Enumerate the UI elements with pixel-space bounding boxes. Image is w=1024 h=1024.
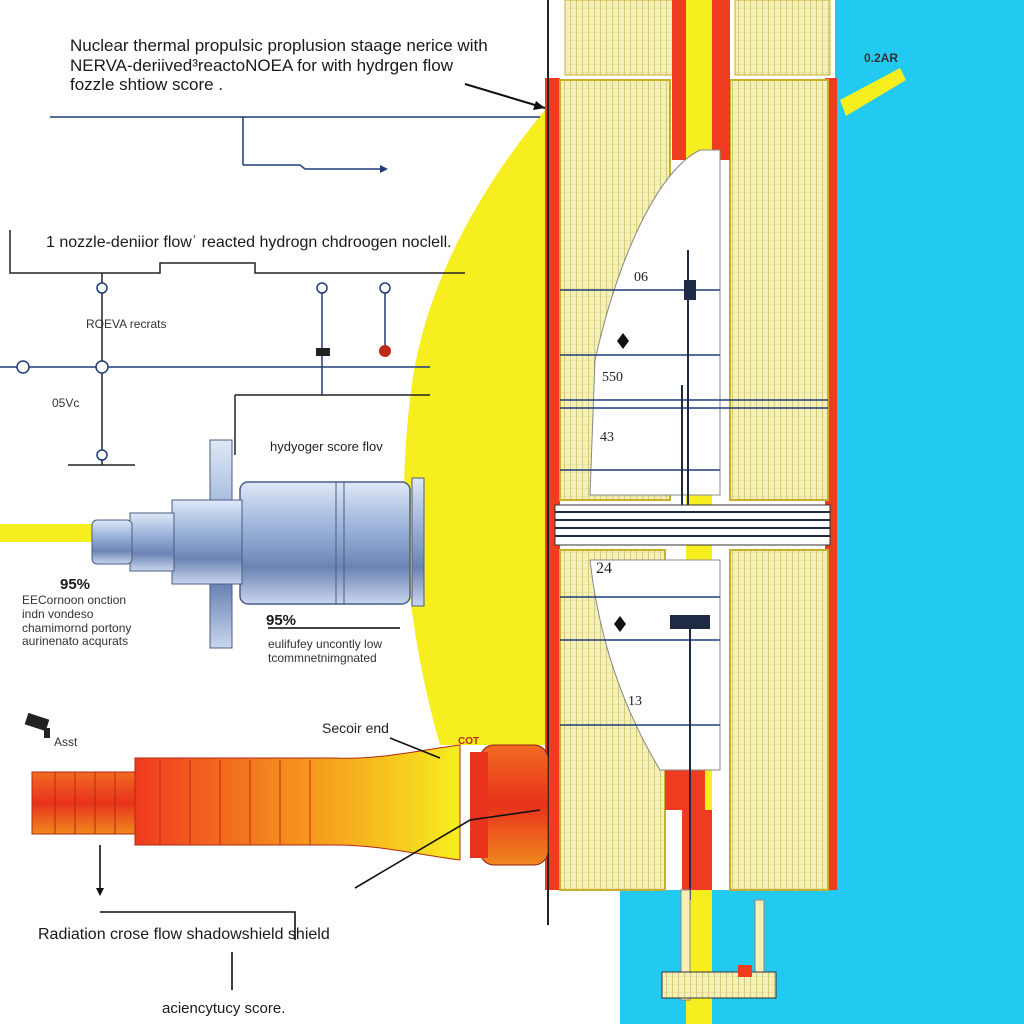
pump-tip <box>91 519 133 565</box>
exhaust-bell <box>134 744 461 861</box>
fuel-block-upper-right <box>729 79 829 501</box>
diamond-marker-upper <box>617 333 629 349</box>
pedestal-stem-left <box>680 889 691 1001</box>
rod-head-upper <box>684 280 696 300</box>
mid-percent: 95% <box>266 612 297 629</box>
caption: Radiation crose flow shadowshield shield <box>38 926 330 943</box>
core-label-06: 06 <box>634 270 648 285</box>
subtitle: 1 nozzle-deniior flowʿ reacted hydrogn c… <box>46 234 452 251</box>
diamond-marker-lower <box>614 616 626 632</box>
left-note: EECornoon onction indn vondeso chamimorn… <box>22 593 132 649</box>
footer-note: aciencytucy score. <box>162 1000 286 1017</box>
core-label-43: 43 <box>600 430 614 445</box>
mid-note-line-1: eulifufey uncontly low <box>268 637 383 651</box>
core-label-24: 24 <box>596 560 612 577</box>
left-percent: 95% <box>60 576 91 593</box>
sky-lower <box>620 890 835 1024</box>
lower-cavity <box>589 559 721 771</box>
camera-icon <box>24 712 50 738</box>
secoir-end-label: Secoir end <box>322 720 389 736</box>
left-note-line-4: aurinenato acqurats <box>22 634 129 649</box>
schematic-top-arrow <box>380 165 388 173</box>
camera-tag: Asst <box>54 735 78 749</box>
schematic-nodes <box>16 282 391 461</box>
exhaust-bell-ribs <box>159 760 311 845</box>
cot-label: COT <box>458 736 480 747</box>
diagram-title: Nuclear thermal propulsic proplusion sta… <box>70 36 488 95</box>
left-note-line-1: EECornoon onction <box>22 593 127 607</box>
exhaust-pipe <box>31 771 138 835</box>
pedestal-base <box>661 971 777 999</box>
mid-note-line-2: tcommnetnimgnated <box>268 650 377 665</box>
pump-neck <box>171 499 243 585</box>
left-note-line-2: indn vondeso <box>22 606 94 621</box>
left-note-line-3: chamimornd portony <box>22 620 132 635</box>
rod-head-lower <box>670 615 710 629</box>
pump-shaft <box>129 512 175 572</box>
nozzle-pointers <box>99 737 541 990</box>
nozzle-collar <box>479 744 549 866</box>
voltage-label: 05Vc <box>52 396 80 410</box>
core-label-550: 550 <box>602 370 623 385</box>
title-line-3: fozzle shtiow score . <box>70 75 224 95</box>
nozzle-collar-throat <box>470 752 488 858</box>
title-pointer-head <box>533 101 545 110</box>
lower-red-bar-mid <box>682 810 712 890</box>
schematic-top <box>50 116 540 170</box>
hydrogen-flow-label: hydyoger score flov <box>270 439 383 454</box>
fuel-block-lower-right <box>729 549 829 891</box>
exhaust-pipe-ribs <box>54 772 116 834</box>
title-line-2: NERVA-deriived³reactoNOEA for with hydrg… <box>70 55 453 75</box>
noeva-label: ROEVA recrats <box>86 317 167 331</box>
sky-background <box>835 0 1024 1024</box>
mid-note: eulifufey uncontly low tcommnetnimgnated <box>268 637 383 666</box>
exit-beam <box>840 68 906 116</box>
pedestal-red-tab <box>738 965 752 977</box>
schematic-mid <box>0 230 465 466</box>
core-top-left <box>564 0 676 76</box>
core-top-right <box>734 0 831 76</box>
valve-block <box>316 348 330 356</box>
pointer-arrow-down <box>96 888 104 896</box>
pump-body-main <box>239 481 411 605</box>
lower-red-bar-left <box>665 770 705 810</box>
core-label-13: 13 <box>628 694 642 709</box>
left-beam <box>0 524 100 542</box>
valve-node-red <box>379 345 391 357</box>
pump-flange-right <box>411 477 425 607</box>
title-pointer <box>464 83 546 109</box>
mid-band-lines <box>555 511 830 537</box>
top-right-label: 0.2AR <box>864 51 899 65</box>
title-line-1: Nuclear thermal propulsic proplusion sta… <box>70 36 488 55</box>
pedestal-stem-right <box>754 899 765 981</box>
reactor-glow <box>404 110 545 745</box>
